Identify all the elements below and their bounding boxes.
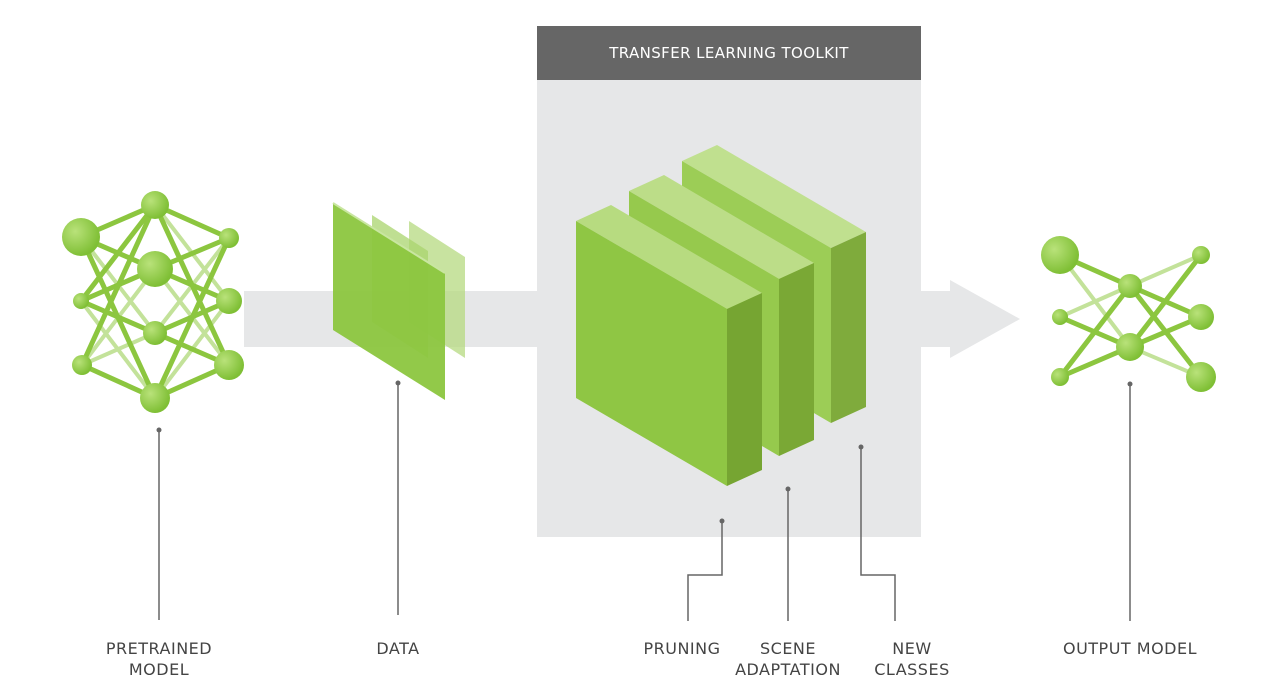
new-classes-label-line2: CLASSES <box>874 660 950 679</box>
new-classes-label-line1: NEW <box>892 639 932 658</box>
pruning-label: PRUNING <box>632 638 732 659</box>
output-model-leader-line <box>1127 381 1133 621</box>
data-leader-line <box>395 380 401 615</box>
toolkit-title: TRANSFER LEARNING TOOLKIT <box>609 44 849 62</box>
pretrained-leader-line <box>156 427 162 620</box>
output-model-label-text: OUTPUT MODEL <box>1062 639 1198 658</box>
pruning-leader-line <box>687 518 725 621</box>
scene-label-line1: SCENE <box>759 639 816 658</box>
output-model-label: OUTPUT MODEL <box>1055 638 1205 659</box>
pretrained-model-network-icon <box>62 191 244 413</box>
data-label: DATA <box>348 638 448 659</box>
scene-adaptation-label: SCENE ADAPTATION <box>728 638 848 680</box>
scene-label-line2: ADAPTATION <box>735 660 841 679</box>
new-classes-label: NEW CLASSES <box>857 638 967 680</box>
pretrained-label-line2: MODEL <box>128 660 190 679</box>
toolkit-header <box>537 26 921 80</box>
data-layers-icon <box>332 202 465 400</box>
pruning-label-text: PRUNING <box>643 639 721 658</box>
pretrained-label-line1: PRETRAINED <box>105 639 213 658</box>
pretrained-model-label: PRETRAINED MODEL <box>99 638 219 680</box>
output-model-network-icon <box>1041 236 1216 392</box>
new-classes-leader-line <box>858 444 896 621</box>
pruning-block <box>576 205 762 486</box>
data-label-text: DATA <box>376 639 420 658</box>
scene-adaptation-leader-line <box>785 486 791 621</box>
